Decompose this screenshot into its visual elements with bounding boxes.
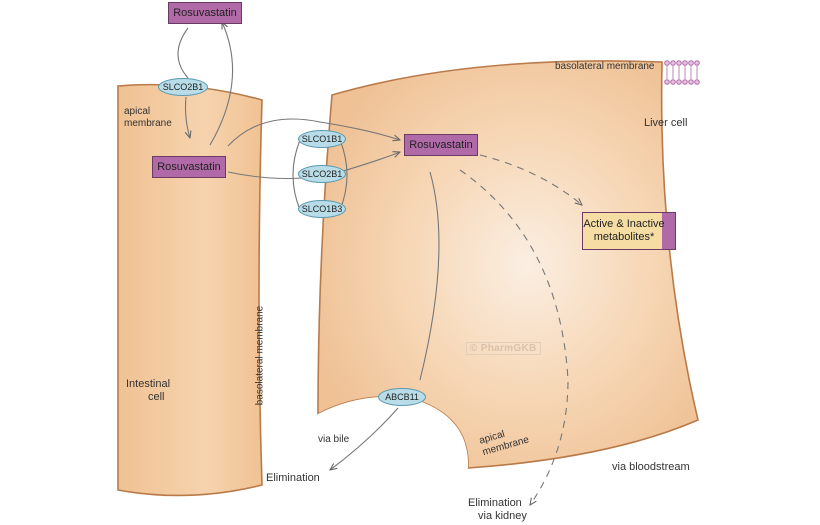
arrow-to-bile-elimination bbox=[330, 407, 399, 470]
intestinal-cell bbox=[117, 83, 263, 497]
basolateral-membrane-liver-label: basolateral membrane bbox=[555, 61, 655, 72]
rosuvastatin-lumen-box[interactable]: Rosuvastatin bbox=[168, 2, 242, 24]
slco2b1-intestine-transporter[interactable]: SLCO2B1 bbox=[158, 78, 208, 96]
apical-membrane-intestine-label: apical membrane bbox=[124, 106, 172, 129]
phospholipid-membrane-icon bbox=[664, 60, 700, 85]
via-bile-label: via bile bbox=[318, 434, 350, 445]
arrow-to-abcb11 bbox=[419, 171, 440, 381]
arrow-slco2b1-to-intestinal-drug bbox=[186, 96, 191, 138]
arrow-lumen-to-slco2b1 bbox=[177, 27, 189, 79]
pharmgkb-watermark: © PharmGKB bbox=[466, 342, 541, 355]
abcb11-transporter[interactable]: ABCB11 bbox=[378, 388, 426, 406]
intestinal-cell-label: Intestinal cell bbox=[126, 378, 171, 403]
metabolites-box[interactable]: Active & Inactive metabolites* bbox=[582, 212, 676, 250]
metabolites-label: Active & Inactive metabolites* bbox=[583, 217, 665, 243]
slco2b1-liver-transporter[interactable]: SLCO2B1 bbox=[298, 165, 346, 183]
arrow-intestine-to-liver-upper bbox=[227, 118, 400, 147]
arrow-to-kidney bbox=[459, 169, 569, 505]
arrow-efflux-to-lumen bbox=[209, 22, 234, 146]
via-bloodstream-label: via bloodstream bbox=[612, 461, 690, 473]
elimination-kidney-label: Elimination via kidney bbox=[468, 497, 527, 522]
slco1b3-transporter[interactable]: SLCO1B3 bbox=[298, 200, 346, 218]
liver-cell bbox=[317, 60, 699, 469]
basolateral-membrane-intestine-label: basolateral membrane bbox=[254, 305, 266, 406]
liver-cell-label: Liver cell bbox=[644, 117, 688, 129]
slco1b1-transporter[interactable]: SLCO1B1 bbox=[298, 130, 346, 148]
elimination-bile-label: Elimination bbox=[266, 472, 320, 484]
bile-canaliculus bbox=[303, 396, 469, 500]
rosuvastatin-liver-box[interactable]: Rosuvastatin bbox=[404, 134, 478, 156]
rosuvastatin-intestinal-box[interactable]: Rosuvastatin bbox=[152, 156, 226, 178]
